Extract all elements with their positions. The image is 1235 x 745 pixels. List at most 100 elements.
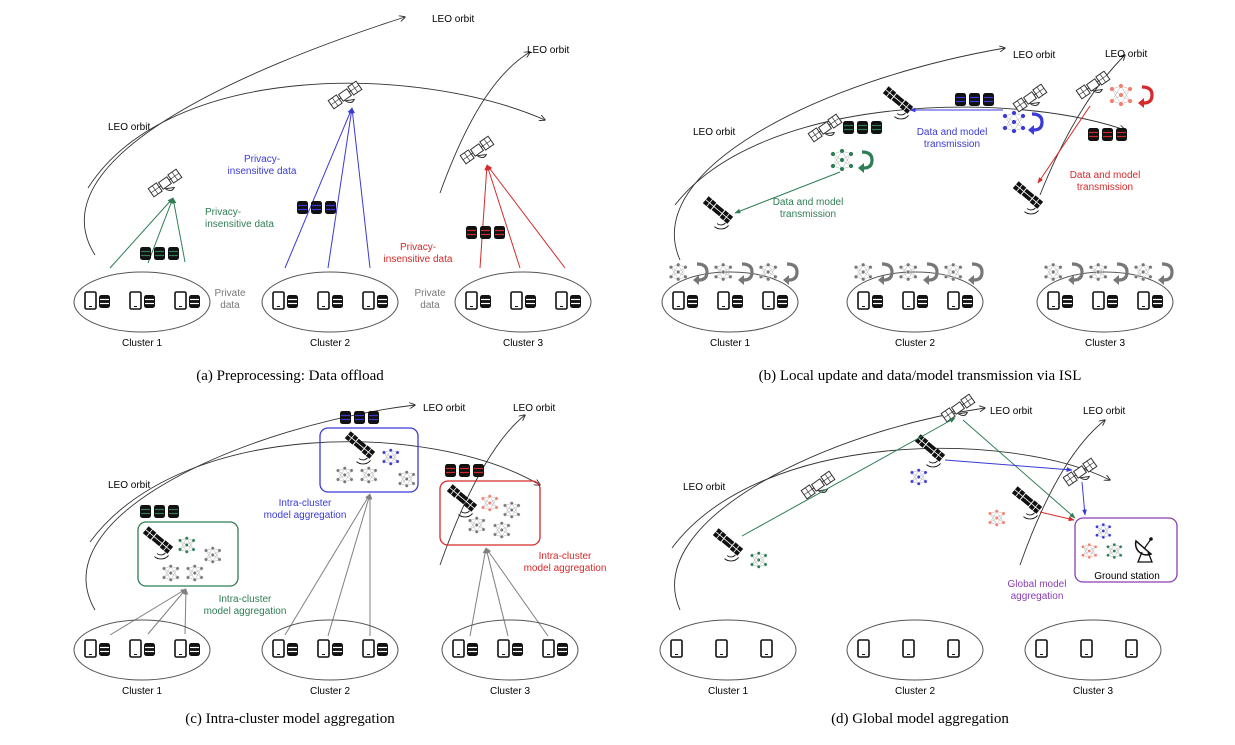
neural-network-icon	[668, 262, 688, 282]
satellite-dish-icon	[1134, 537, 1153, 563]
database-icon	[354, 411, 365, 424]
database-icon	[467, 643, 478, 656]
database-icon	[512, 643, 523, 656]
orbit-curve	[673, 48, 1005, 261]
database-icon	[332, 295, 343, 308]
database-icon	[732, 295, 743, 308]
orbit-label: LEO orbit	[693, 127, 735, 138]
red-arrow	[486, 164, 566, 269]
database-icon	[1152, 295, 1163, 308]
database-icon	[1062, 295, 1073, 308]
orbit-label: LEO orbit	[683, 482, 725, 493]
update-loop-icon	[1028, 112, 1044, 135]
cluster-ellipse	[1036, 271, 1174, 333]
green-arrow	[962, 419, 1076, 519]
blue-arrow	[350, 107, 371, 269]
phone-icon	[760, 639, 773, 658]
phone-icon	[857, 639, 870, 658]
orbit-curve	[674, 408, 985, 611]
gray-arrow	[327, 493, 371, 637]
satellite-gray-icon	[1062, 457, 1098, 487]
aggregation-box	[319, 427, 419, 493]
cluster-ellipse	[454, 271, 592, 333]
neural-network-icon	[750, 551, 768, 569]
update-loop-icon	[1068, 262, 1084, 285]
neural-network-icon	[988, 509, 1006, 527]
database-icon	[955, 93, 966, 106]
neural-network-icon	[1109, 83, 1133, 107]
satellite-black-icon	[344, 431, 376, 465]
phone-icon	[555, 291, 568, 310]
neural-network-icon	[898, 262, 918, 282]
cluster-ellipse	[659, 619, 797, 681]
orbit-label: LEO orbit	[108, 122, 150, 133]
satellite-black-icon	[1011, 486, 1043, 520]
red-arrow	[1037, 105, 1091, 184]
database-icon	[557, 643, 568, 656]
cluster-label: Cluster 1	[122, 686, 162, 697]
phone-icon	[1137, 291, 1150, 310]
phone-icon	[465, 291, 478, 310]
caption-a: (a) Preprocessing: Data offload	[196, 368, 384, 384]
satellite-black-icon	[142, 526, 174, 560]
satellite-black-icon	[446, 484, 478, 518]
phone-icon	[84, 639, 97, 658]
neural-network-icon	[830, 148, 854, 172]
database-icon	[297, 201, 308, 214]
database-icon	[168, 247, 179, 260]
satellite-black-icon	[702, 196, 734, 230]
green-arrow	[109, 197, 174, 269]
database-icon	[857, 121, 868, 134]
green-annotation: Privacy-insensitive data	[205, 207, 274, 230]
gray-arrow	[485, 547, 549, 637]
cluster-label: Cluster 1	[122, 338, 162, 349]
orbit-label: LEO orbit	[1105, 49, 1147, 60]
database-icon	[287, 295, 298, 308]
phone-icon	[129, 291, 142, 310]
neural-network-icon	[178, 536, 196, 554]
update-loop-icon	[738, 262, 754, 285]
neural-network-icon	[360, 466, 378, 484]
database-icon	[459, 464, 470, 477]
phone-icon	[272, 639, 285, 658]
green-arrow	[147, 197, 174, 264]
gray-arrow	[284, 493, 371, 636]
phone-icon	[715, 639, 728, 658]
neural-network-icon	[1043, 262, 1063, 282]
phone-icon	[1092, 291, 1105, 310]
neural-network-icon	[910, 468, 928, 486]
database-icon	[340, 411, 351, 424]
database-icon	[154, 505, 165, 518]
neural-network-icon	[493, 521, 511, 539]
database-icon	[570, 295, 581, 308]
neural-network-icon	[1081, 542, 1098, 560]
orbit-curve	[671, 447, 1110, 549]
cluster-ellipse	[73, 271, 211, 333]
satellite-gray-icon	[1012, 83, 1048, 113]
satellite-gray-icon	[807, 113, 843, 143]
phone-icon	[362, 639, 375, 658]
database-icon	[843, 121, 854, 134]
neural-network-icon	[468, 516, 486, 534]
cluster-ellipse	[846, 619, 984, 681]
database-icon	[917, 295, 928, 308]
phone-icon	[452, 639, 465, 658]
database-icon	[1102, 128, 1113, 141]
database-icon	[480, 295, 491, 308]
update-loop-icon	[1138, 85, 1154, 108]
satellite-black-icon	[882, 86, 914, 120]
red-arrow	[1039, 511, 1075, 522]
phone-icon	[317, 639, 330, 658]
blue-arrow	[944, 459, 1073, 472]
green-arrow	[741, 417, 956, 537]
phone-icon	[762, 291, 775, 310]
blue-arrow	[284, 107, 353, 269]
database-icon	[377, 295, 388, 308]
phone-icon	[272, 291, 285, 310]
neural-network-icon	[758, 262, 778, 282]
satellite-black-icon	[712, 528, 744, 562]
